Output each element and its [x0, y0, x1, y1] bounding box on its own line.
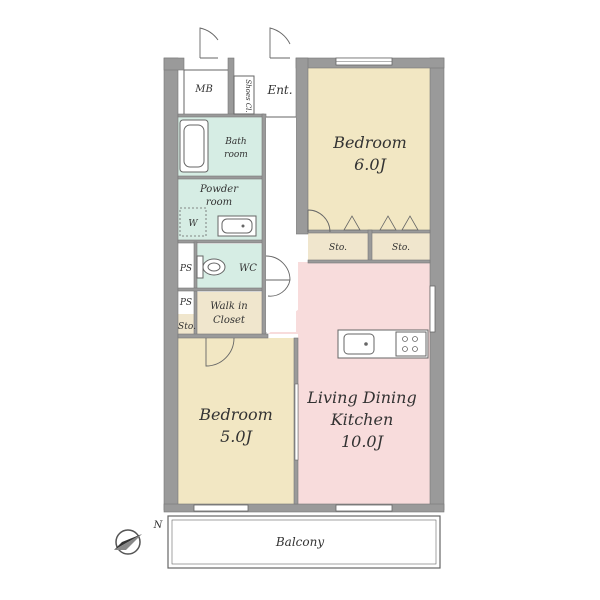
window-bottom-right [335, 504, 393, 512]
storage-2-label: Sto. [392, 243, 410, 253]
bedroom-a-size: 6.0J [354, 155, 387, 174]
ldk-area [298, 262, 430, 504]
ps-1-label: PS [179, 264, 192, 274]
kitchen-counter [337, 329, 429, 359]
shoes-label: Shoes Cl. [244, 79, 252, 112]
toilet [196, 255, 226, 279]
bedroom-b-label: Bedroom [198, 405, 273, 424]
storage-2-area [372, 232, 430, 260]
walk-in-area [196, 292, 262, 334]
storage-3-area [178, 314, 194, 336]
outer-wall-bottom [163, 503, 445, 513]
compass-label: N [153, 520, 164, 531]
ldk-size: 10.0J [341, 432, 385, 451]
bedroom-a-label: Bedroom [332, 133, 407, 152]
compass-icon [114, 529, 142, 555]
window-bottom-left [193, 504, 249, 512]
wall-mb-right [227, 57, 235, 117]
walk-in-label-line1: Walk in [210, 301, 247, 312]
ldk-entry-area [268, 262, 310, 334]
wall-ent-right [295, 57, 309, 235]
outer-wall-top-left [163, 57, 185, 71]
balcony-outline [167, 515, 441, 569]
bedroom-a-area [308, 66, 430, 230]
outer-wall-right [429, 57, 445, 511]
corridor [266, 117, 296, 332]
storage-3-label: Sto. [178, 322, 196, 332]
balcony-label: Balcony [275, 535, 324, 549]
ldk-label-line1: Living Dining [306, 388, 416, 407]
bedroom-b-area [178, 338, 296, 504]
ps-2-label: PS [179, 298, 192, 308]
washer-space [179, 207, 207, 237]
storage-1-area [308, 232, 368, 260]
washer-label: W [188, 219, 198, 229]
ldk-label-line2: Kitchen [330, 410, 394, 429]
wc-label: WC [239, 263, 257, 274]
powder-label-line2: room [206, 197, 232, 208]
mb-label: MB [194, 84, 213, 95]
walk-in-label-line2: Closet [213, 315, 246, 326]
bath-label-line1: Bath [224, 137, 246, 147]
bath-label-line2: room [224, 150, 248, 160]
powder-label-line1: Powder [199, 184, 239, 195]
storage-1-label: Sto. [329, 243, 347, 253]
entrance-label: Ent. [266, 83, 292, 97]
outer-wall-left [163, 57, 179, 511]
window-right [429, 285, 436, 333]
bedroom-b-size: 5.0J [220, 427, 253, 446]
